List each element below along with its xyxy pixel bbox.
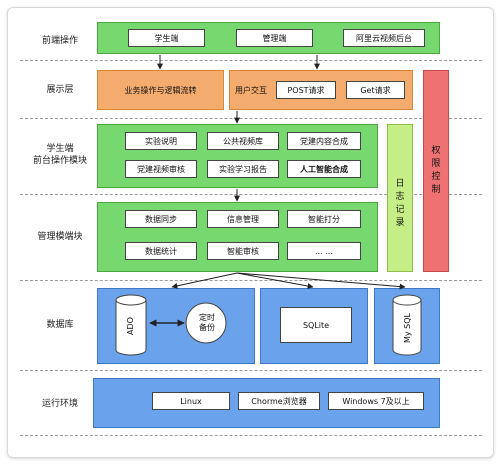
admin-item: 智能打分 [287,210,361,228]
layer-label-frontend: 前端操作 [41,36,78,46]
separator [20,435,482,436]
student-item: 党建内容合成 [287,132,361,150]
display-interaction-label: 用户交互 [235,86,267,95]
runtime-chrome: Chorme浏览器 [238,392,320,410]
student-item: 实验说明 [125,132,197,150]
permission-panel [423,70,449,272]
db-ado-panel [97,288,255,364]
admin-item: 智能审核 [207,242,279,260]
layer-label-runtime: 运行环境 [41,399,78,409]
db-mysql-panel [374,288,440,364]
admin-item: 数据同步 [125,210,197,228]
admin-item: 数据统计 [125,242,197,260]
display-get: Get请求 [346,81,405,99]
frontend-aliyun: 阿里云视频后台 [343,29,425,47]
frontend-student: 学生端 [128,29,205,47]
display-business-panel: 业务操作与逻辑流转 [97,70,224,110]
display-business-label: 业务操作与逻辑流转 [124,85,197,95]
frontend-admin: 管理端 [236,29,313,47]
admin-item: ... ... [287,242,361,260]
display-post: POST请求 [276,81,336,99]
admin-item: 信息管理 [207,210,279,228]
separator [20,280,482,281]
separator [20,60,482,61]
separator [20,118,482,119]
runtime-windows: Windows 7及以上 [328,392,424,410]
log-label: 日志记录 [395,179,405,228]
student-item: 人工智能合成 [287,160,361,178]
runtime-linux: Linux [152,392,230,410]
db-sqlite-label: SQLite [302,320,330,330]
layer-label-display: 展示层 [46,85,74,95]
separator [20,194,482,195]
student-item: 实验学习报告 [207,160,279,178]
layer-label-student-module: 学生端 前台操作模块 [32,144,87,166]
db-sqlite-box: SQLite [280,307,352,343]
layer-label-database: 数据库 [46,320,74,330]
layer-label-admin-module: 管理模端块 [37,232,83,242]
student-item: 党建视频审核 [125,160,197,178]
db-backup-label: 定时 备份 [199,313,215,332]
separator [20,370,482,371]
student-item: 公共视频库 [207,132,279,150]
permission-label: 权限控制 [431,146,441,195]
log-panel [387,124,413,272]
